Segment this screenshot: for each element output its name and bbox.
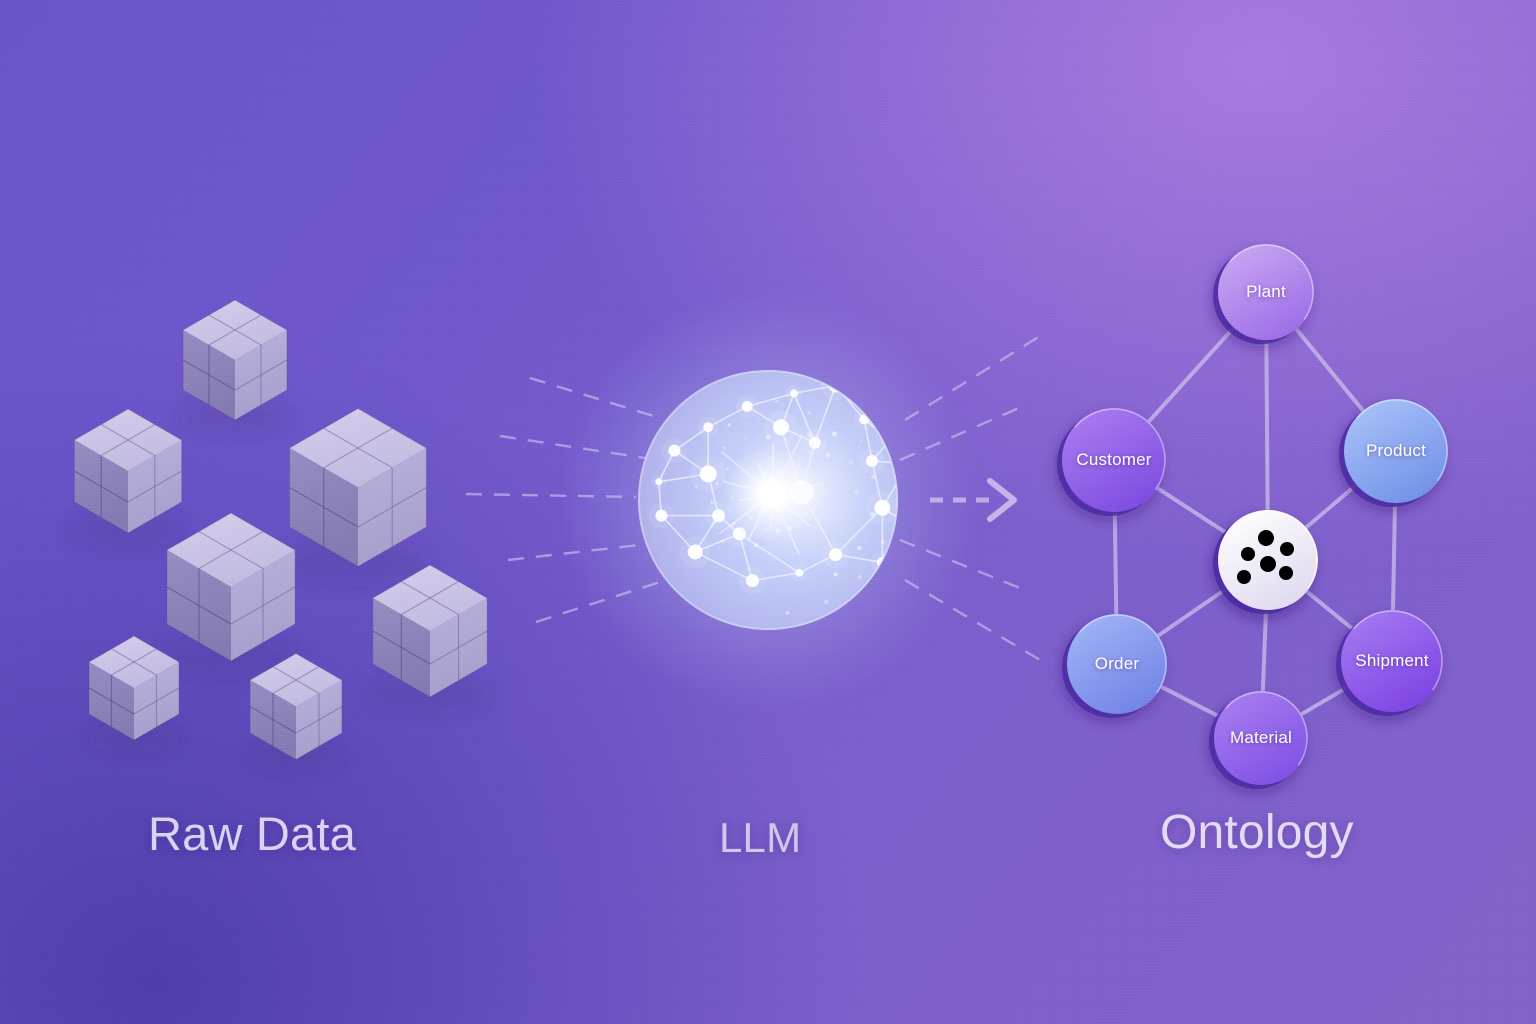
ontology-hub-node[interactable] [1199, 491, 1337, 629]
network-hub-icon [1237, 530, 1294, 584]
ontology-edge [1153, 485, 1230, 536]
ontology-edge [1390, 498, 1398, 615]
raw-data-cube [245, 652, 347, 773]
ontology-edge [1145, 324, 1238, 425]
ontology-node-label-material: Material [1229, 728, 1293, 747]
raw-data-cube [282, 407, 434, 587]
ontology-edge [1293, 325, 1367, 415]
ontology-node-label-plant: Plant [1246, 282, 1286, 301]
ontology-edge [1303, 588, 1357, 633]
raw-data-cube [160, 512, 302, 680]
ontology-node-label-customer: Customer [1076, 450, 1152, 469]
ontology-node-label-shipment: Shipment [1355, 651, 1429, 670]
ontology-node-label-product: Product [1366, 441, 1426, 460]
caption-raw-data: Raw Data [148, 807, 356, 860]
ontology-edge [1260, 605, 1269, 696]
raw-data-cube [178, 299, 292, 435]
ontology-edge [1264, 335, 1270, 515]
caption-ontology: Ontology [1160, 806, 1354, 859]
ontology-node-customer[interactable] [1042, 388, 1186, 532]
ontology-node-shipment[interactable] [1322, 591, 1463, 732]
ontology-node-label-order: Order [1094, 654, 1140, 673]
ontology-edge [1112, 507, 1119, 619]
ontology-edge [1154, 585, 1231, 639]
ontology-node-plant[interactable] [1200, 226, 1332, 358]
ontology-node-order[interactable] [1048, 595, 1186, 733]
arrow-head-icon [987, 478, 1017, 522]
sphere-core [759, 481, 785, 507]
sphere-network-mesh [648, 371, 897, 615]
ontology-edge [1302, 481, 1360, 531]
caption-llm: LLM [719, 814, 802, 861]
ontology-node-material[interactable] [1196, 673, 1326, 803]
raw-data-cube [367, 564, 493, 714]
ontology-edge [1157, 683, 1223, 720]
ontology-node-product[interactable] [1324, 379, 1468, 523]
raw-data-cube [84, 635, 184, 754]
raw-data-cube [69, 408, 187, 549]
